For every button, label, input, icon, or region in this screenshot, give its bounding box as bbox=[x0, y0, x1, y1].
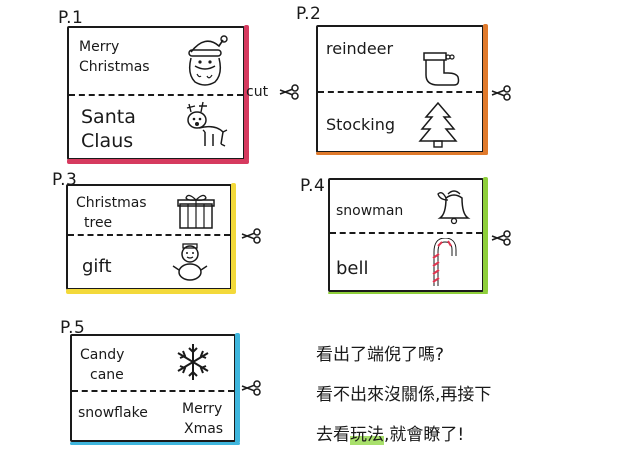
card-bottom-line1: snowflake bbox=[78, 405, 148, 421]
christmas-tree-icon bbox=[418, 101, 458, 148]
card-bottom-line1: gift bbox=[82, 256, 112, 277]
card-p3: Christmas tree gift bbox=[66, 183, 236, 294]
card-top-line1: Merry bbox=[79, 39, 120, 55]
card-p4: snowman bell bbox=[328, 177, 488, 294]
card-edge-right bbox=[235, 333, 240, 443]
scissors-icon bbox=[241, 228, 261, 244]
gift-box-icon bbox=[177, 194, 215, 229]
card-edge-right bbox=[231, 183, 236, 291]
snowflake-icon bbox=[177, 344, 209, 380]
snowman-icon bbox=[172, 243, 208, 281]
card-bottom-line1: Stocking bbox=[326, 115, 396, 134]
reindeer-icon bbox=[186, 101, 228, 147]
santa-icon bbox=[188, 35, 228, 86]
scissors-icon bbox=[241, 380, 261, 396]
card-top-line1: snowman bbox=[336, 203, 404, 219]
card-edge-bottom bbox=[316, 152, 488, 155]
cut-label: cut bbox=[246, 84, 269, 100]
card-bottom-line1: bell bbox=[336, 258, 369, 279]
cut-line bbox=[69, 94, 243, 96]
bell-icon bbox=[437, 190, 471, 225]
card-bottom-right-line2: Xmas bbox=[184, 421, 224, 437]
card-p1: Merry Christmas Santa Claus bbox=[67, 25, 249, 164]
card-top-line2: tree bbox=[84, 215, 113, 231]
card-edge-right bbox=[244, 25, 249, 161]
scissors-icon bbox=[491, 230, 511, 246]
card-top-line1: reindeer bbox=[326, 39, 394, 58]
stocking-icon bbox=[423, 52, 460, 86]
card-top-line1: Candy bbox=[80, 347, 125, 363]
cut-line bbox=[330, 232, 482, 234]
candy-cane-icon bbox=[432, 238, 457, 286]
cut-line bbox=[72, 390, 234, 392]
note-line3-part2: ,就會瞭了! bbox=[384, 425, 465, 445]
scissors-icon bbox=[491, 85, 511, 101]
cut-line bbox=[68, 234, 230, 236]
card-bottom-right-line1: Merry bbox=[182, 401, 223, 417]
note-highlight: 玩法 bbox=[350, 425, 384, 445]
card-p2: reindeer Stocking bbox=[316, 24, 488, 155]
page-label-p1: P.1 bbox=[58, 8, 84, 28]
note-line3: 去看玩法,就會瞭了! bbox=[316, 424, 464, 446]
card-edge-bottom bbox=[67, 159, 249, 164]
card-bottom-line1: Santa bbox=[81, 106, 136, 128]
card-edge-bottom bbox=[66, 289, 236, 294]
card-top-line1: Christmas bbox=[76, 195, 147, 211]
card-edge-bottom bbox=[70, 442, 240, 445]
page-label-p2: P.2 bbox=[296, 4, 322, 24]
card-top-line2: cane bbox=[90, 367, 124, 383]
card-p5: Candy cane snowflake Merry Xmas bbox=[70, 333, 240, 445]
cut-line bbox=[318, 91, 482, 93]
card-edge-right bbox=[483, 177, 488, 293]
card-top-line2: Christmas bbox=[79, 59, 150, 75]
card-edge-bottom bbox=[328, 292, 488, 294]
page-label-p4: P.4 bbox=[300, 176, 326, 196]
note-line2: 看不出來沒關係,再接下 bbox=[316, 385, 492, 405]
page-label-p5: P.5 bbox=[60, 318, 86, 338]
note-line3-part1: 去看 bbox=[316, 425, 350, 445]
card-edge-right bbox=[483, 24, 488, 154]
card-bottom-line2: Claus bbox=[81, 130, 134, 152]
scissors-icon bbox=[279, 84, 299, 100]
note-line1: 看出了端倪了嗎? bbox=[316, 345, 445, 365]
